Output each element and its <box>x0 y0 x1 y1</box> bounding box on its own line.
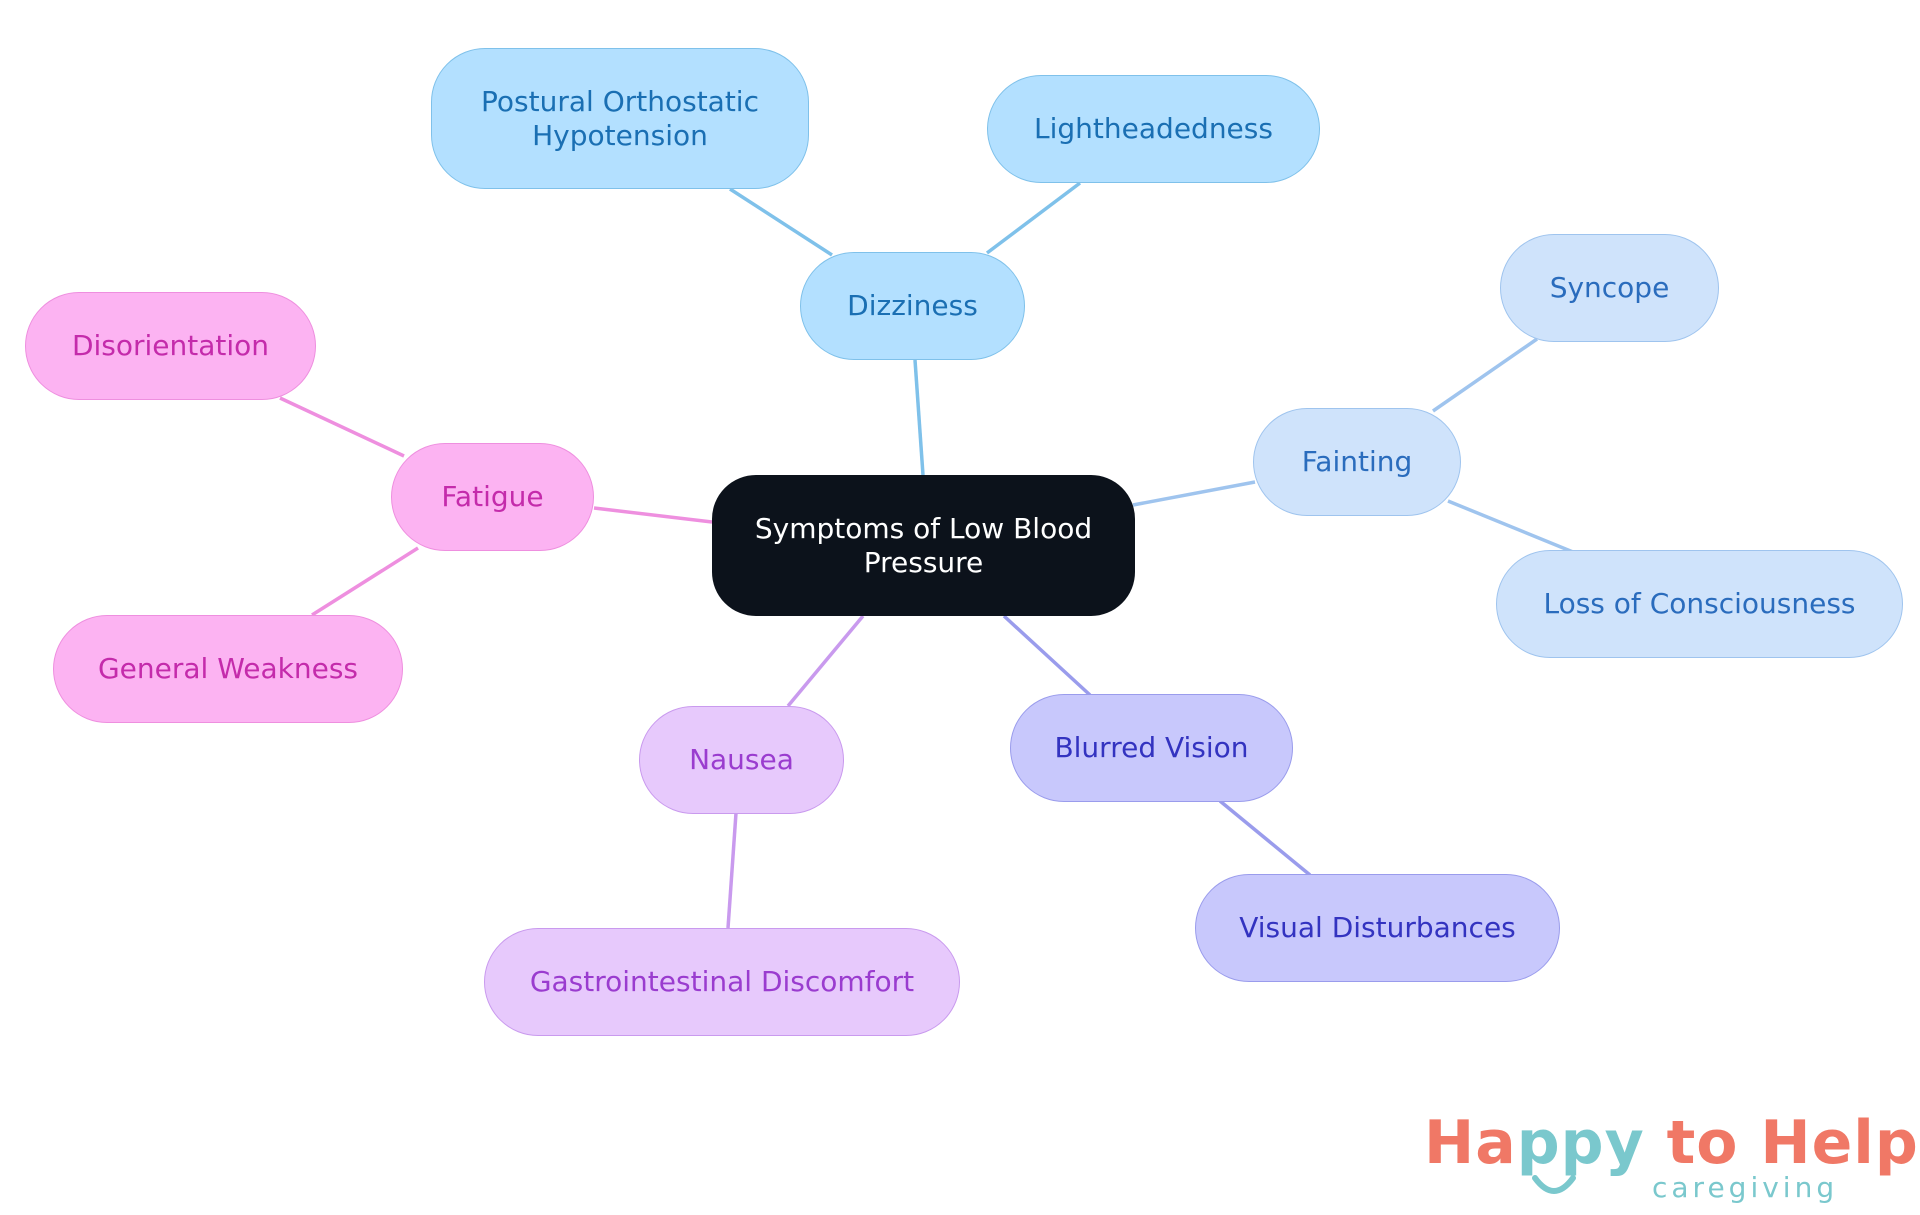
edge-center-dizziness <box>913 359 925 476</box>
logo-text-highlight: ppy <box>1516 1108 1645 1178</box>
logo-text-start: Ha <box>1424 1108 1517 1178</box>
edge-center-nausea <box>786 614 865 708</box>
node-general-weakness: General Weakness <box>53 615 403 723</box>
edge-center-fainting <box>1132 480 1256 507</box>
node-loss-of-consciousness: Loss of Consciousness <box>1496 550 1903 658</box>
edge-fatigue-disorientation <box>279 396 405 458</box>
center-node: Symptoms of Low Blood Pressure <box>712 475 1135 616</box>
logo-tagline: caregiving <box>1652 1171 1839 1204</box>
edge-blurred-visual <box>1218 799 1312 877</box>
logo-wordmark: Happy to Help <box>1424 1108 1919 1178</box>
node-fatigue: Fatigue <box>391 443 594 551</box>
node-syncope: Syncope <box>1500 234 1719 342</box>
edge-fatigue-weakness <box>311 546 419 617</box>
node-nausea: Nausea <box>639 706 844 814</box>
brand-logo: Happy to Help caregiving <box>1424 1108 1918 1208</box>
edge-center-blurred <box>1002 614 1092 697</box>
node-disorientation: Disorientation <box>25 292 316 400</box>
edge-nausea-gastro <box>726 812 738 929</box>
smile-icon <box>1532 1175 1576 1194</box>
node-lightheadedness: Lightheadedness <box>987 75 1320 183</box>
node-fainting: Fainting <box>1253 408 1461 516</box>
node-gastrointestinal-discomfort: Gastrointestinal Discomfort <box>484 928 960 1036</box>
node-postural-orthostatic-hypotension: Postural Orthostatic Hypotension <box>431 48 809 189</box>
edge-dizziness-postural <box>729 187 833 257</box>
node-dizziness: Dizziness <box>800 252 1025 360</box>
edge-fainting-syncope <box>1432 337 1538 413</box>
edge-center-fatigue <box>593 506 713 524</box>
node-blurred-vision: Blurred Vision <box>1010 694 1293 802</box>
node-visual-disturbances: Visual Disturbances <box>1195 874 1560 982</box>
logo-text-end: to Help <box>1644 1108 1919 1178</box>
edge-dizziness-lightheadedness <box>985 181 1082 255</box>
edge-fainting-loss <box>1447 499 1574 554</box>
